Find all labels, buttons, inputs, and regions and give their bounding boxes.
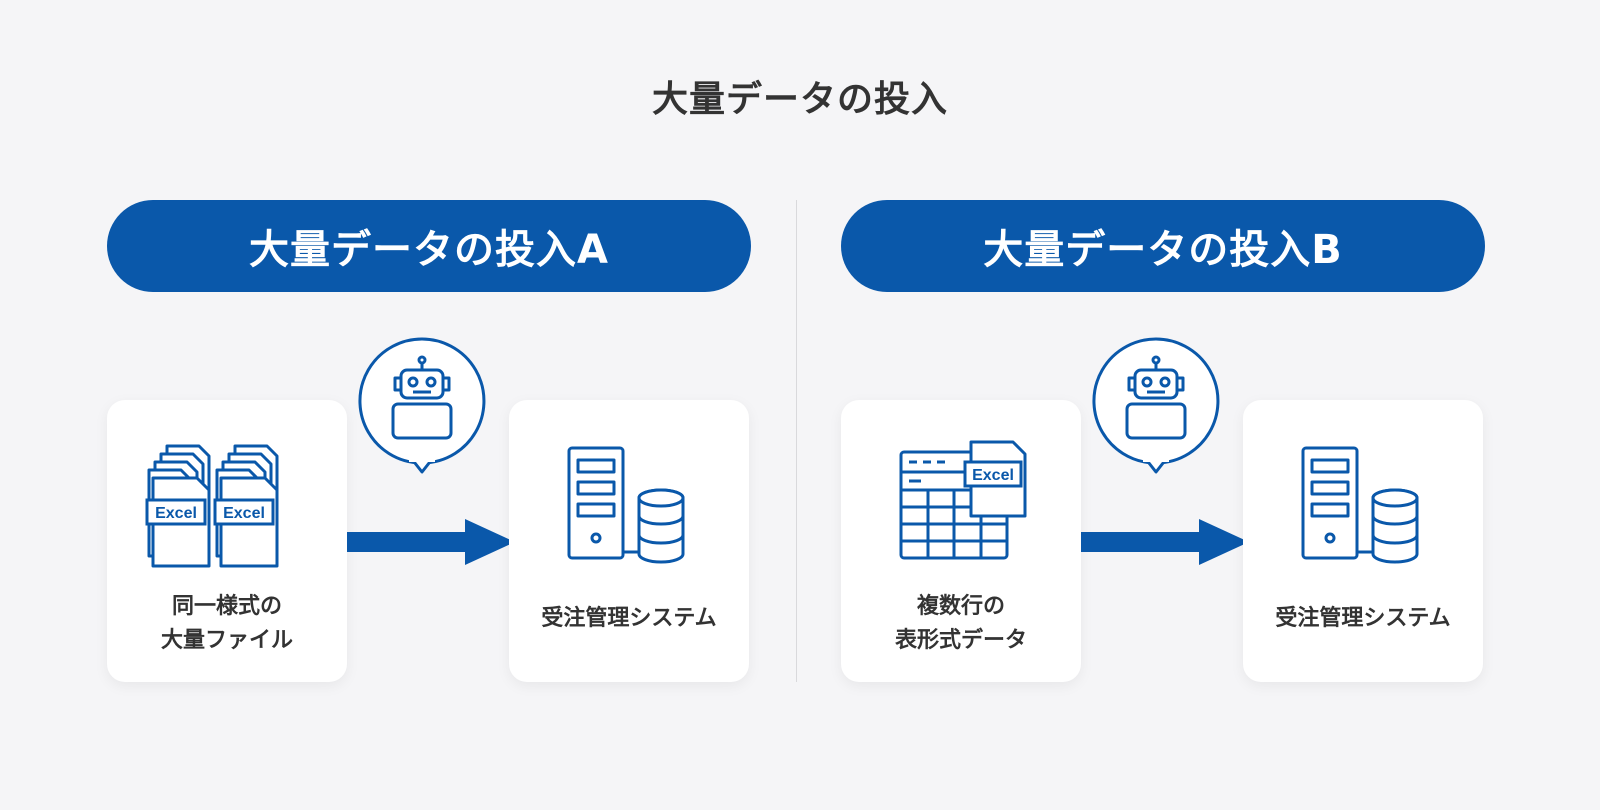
target-card-a: 受注管理システム [509,400,749,682]
excel-badge-left: Excel [155,505,197,522]
source-card-a: Excel Excel 同一様式の 大量ファイル [107,400,347,682]
section-a: 大量データの投入A Excel Excel [107,0,867,810]
robot-icon [358,337,486,474]
excel-badge-right: Excel [223,505,265,522]
source-label-a-line-1: 同一様式の [171,594,282,619]
excel-table-icon: Excel [899,440,1027,560]
stacked-excel-files-icon: Excel Excel [145,444,279,568]
arrow-right-icon [1081,519,1249,565]
target-label-b-line-1: 受注管理システム [1275,606,1451,631]
source-label-b-line-1: 複数行の [916,594,1005,619]
arrow-right-icon [347,519,515,565]
source-label-a-line-2: 大量ファイル [160,628,293,653]
excel-badge: Excel [972,467,1014,484]
section-b: 大量データの投入B Excel [841,0,1600,810]
target-label-a-line-1: 受注管理システム [541,606,717,631]
source-card-b: Excel 複数行の 表形式データ [841,400,1081,682]
server-database-icon [1301,446,1419,564]
section-b-header: 大量データの投入B [841,200,1485,292]
source-label-a: 同一様式の 大量ファイル [107,590,347,658]
robot-icon [1092,337,1220,474]
source-label-b: 複数行の 表形式データ [841,590,1081,658]
section-divider [796,200,797,682]
target-card-b: 受注管理システム [1243,400,1483,682]
section-a-header: 大量データの投入A [107,200,751,292]
target-label-b: 受注管理システム [1243,602,1483,636]
server-database-icon [567,446,685,564]
target-label-a: 受注管理システム [509,602,749,636]
page-title: 大量データの投入 [651,79,948,120]
source-label-b-line-2: 表形式データ [894,628,1027,653]
